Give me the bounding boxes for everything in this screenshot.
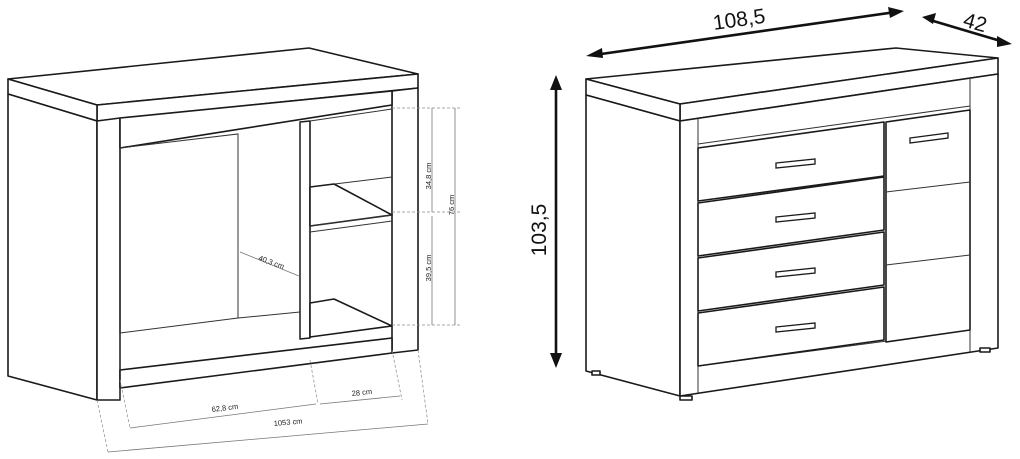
dim-label-total-width: 1053 cm xyxy=(273,417,302,428)
guide-width-outer-right xyxy=(417,349,429,425)
foot-front-right xyxy=(979,347,991,353)
height-label: 103,5 xyxy=(528,204,551,257)
cabinet-bottom-right xyxy=(309,298,393,338)
dim-line-depth xyxy=(239,251,300,277)
shelf-front-edge xyxy=(309,214,393,227)
height-arrow-head-top xyxy=(550,75,562,90)
depth-arrow-head-left xyxy=(922,13,936,24)
dim-line-right-width xyxy=(319,395,401,405)
dim-label-upper-shelf: 34,8 cm xyxy=(424,163,433,190)
cabinet-top-rail xyxy=(119,90,393,149)
right-compartment-back xyxy=(309,108,393,122)
cabinet-plinth xyxy=(119,337,393,389)
width-dimension: 108,5 xyxy=(586,5,904,58)
door-handle[interactable] xyxy=(909,132,949,144)
closed-cabinet-drawing: 108,5 42 103,5 xyxy=(528,5,1012,401)
depth-arrow-line xyxy=(929,18,1005,44)
depth-arrow-head-right xyxy=(997,36,1012,47)
front-top-rail xyxy=(697,105,971,145)
cabinet-left-post xyxy=(96,117,121,401)
inner-back-left xyxy=(119,133,239,318)
foot-back-left xyxy=(591,370,601,376)
height-arrow-head-bottom xyxy=(550,353,562,368)
inner-bottom-edge xyxy=(119,317,239,334)
dim-line-left-width xyxy=(129,403,317,429)
door-panel-line-2 xyxy=(885,254,971,266)
cabinet-divider xyxy=(299,120,311,340)
sideboard-side xyxy=(585,94,681,397)
cabinet-left-side xyxy=(7,93,98,401)
foot-front-left xyxy=(679,395,693,401)
cabinet-right-post xyxy=(391,87,419,354)
dim-line-total-width xyxy=(107,423,429,453)
width-arrow-line xyxy=(593,10,897,57)
depth-dimension: 42 xyxy=(922,9,1012,47)
dim-label-inner-depth: 40,3 cm xyxy=(257,253,285,271)
open-cabinet-drawing: 34,8 cm 76 cm 39,5 cm 40,3 cm 62,8 cm 28… xyxy=(7,47,460,453)
drawer-2-handle[interactable] xyxy=(775,212,816,223)
width-arrow-head-left xyxy=(586,48,603,58)
cabinet-shelf xyxy=(309,183,393,227)
guide-width-outer-left xyxy=(96,399,109,453)
dim-label-right-width: 28 cm xyxy=(351,387,372,398)
dim-label-lower-shelf: 39,5 cm xyxy=(424,255,433,282)
dim-label-total-inner: 76 cm xyxy=(447,195,456,215)
drawer-3-handle[interactable] xyxy=(775,267,816,278)
drawer-1-handle[interactable] xyxy=(775,158,816,169)
guide-width-left xyxy=(119,379,131,429)
dim-label-left-width: 62,8 cm xyxy=(211,402,239,414)
height-dimension: 103,5 xyxy=(528,75,562,368)
sideboard-door[interactable] xyxy=(885,109,971,343)
door-panel-line-1 xyxy=(885,181,971,193)
inner-floor-line xyxy=(237,311,301,319)
width-arrow-head-right xyxy=(888,7,904,18)
depth-label: 42 xyxy=(961,9,990,38)
guide-width-divider xyxy=(309,359,319,405)
drawer-4-handle[interactable] xyxy=(775,322,816,333)
guide-width-right xyxy=(391,349,403,401)
shelf-front-lower xyxy=(309,220,393,233)
